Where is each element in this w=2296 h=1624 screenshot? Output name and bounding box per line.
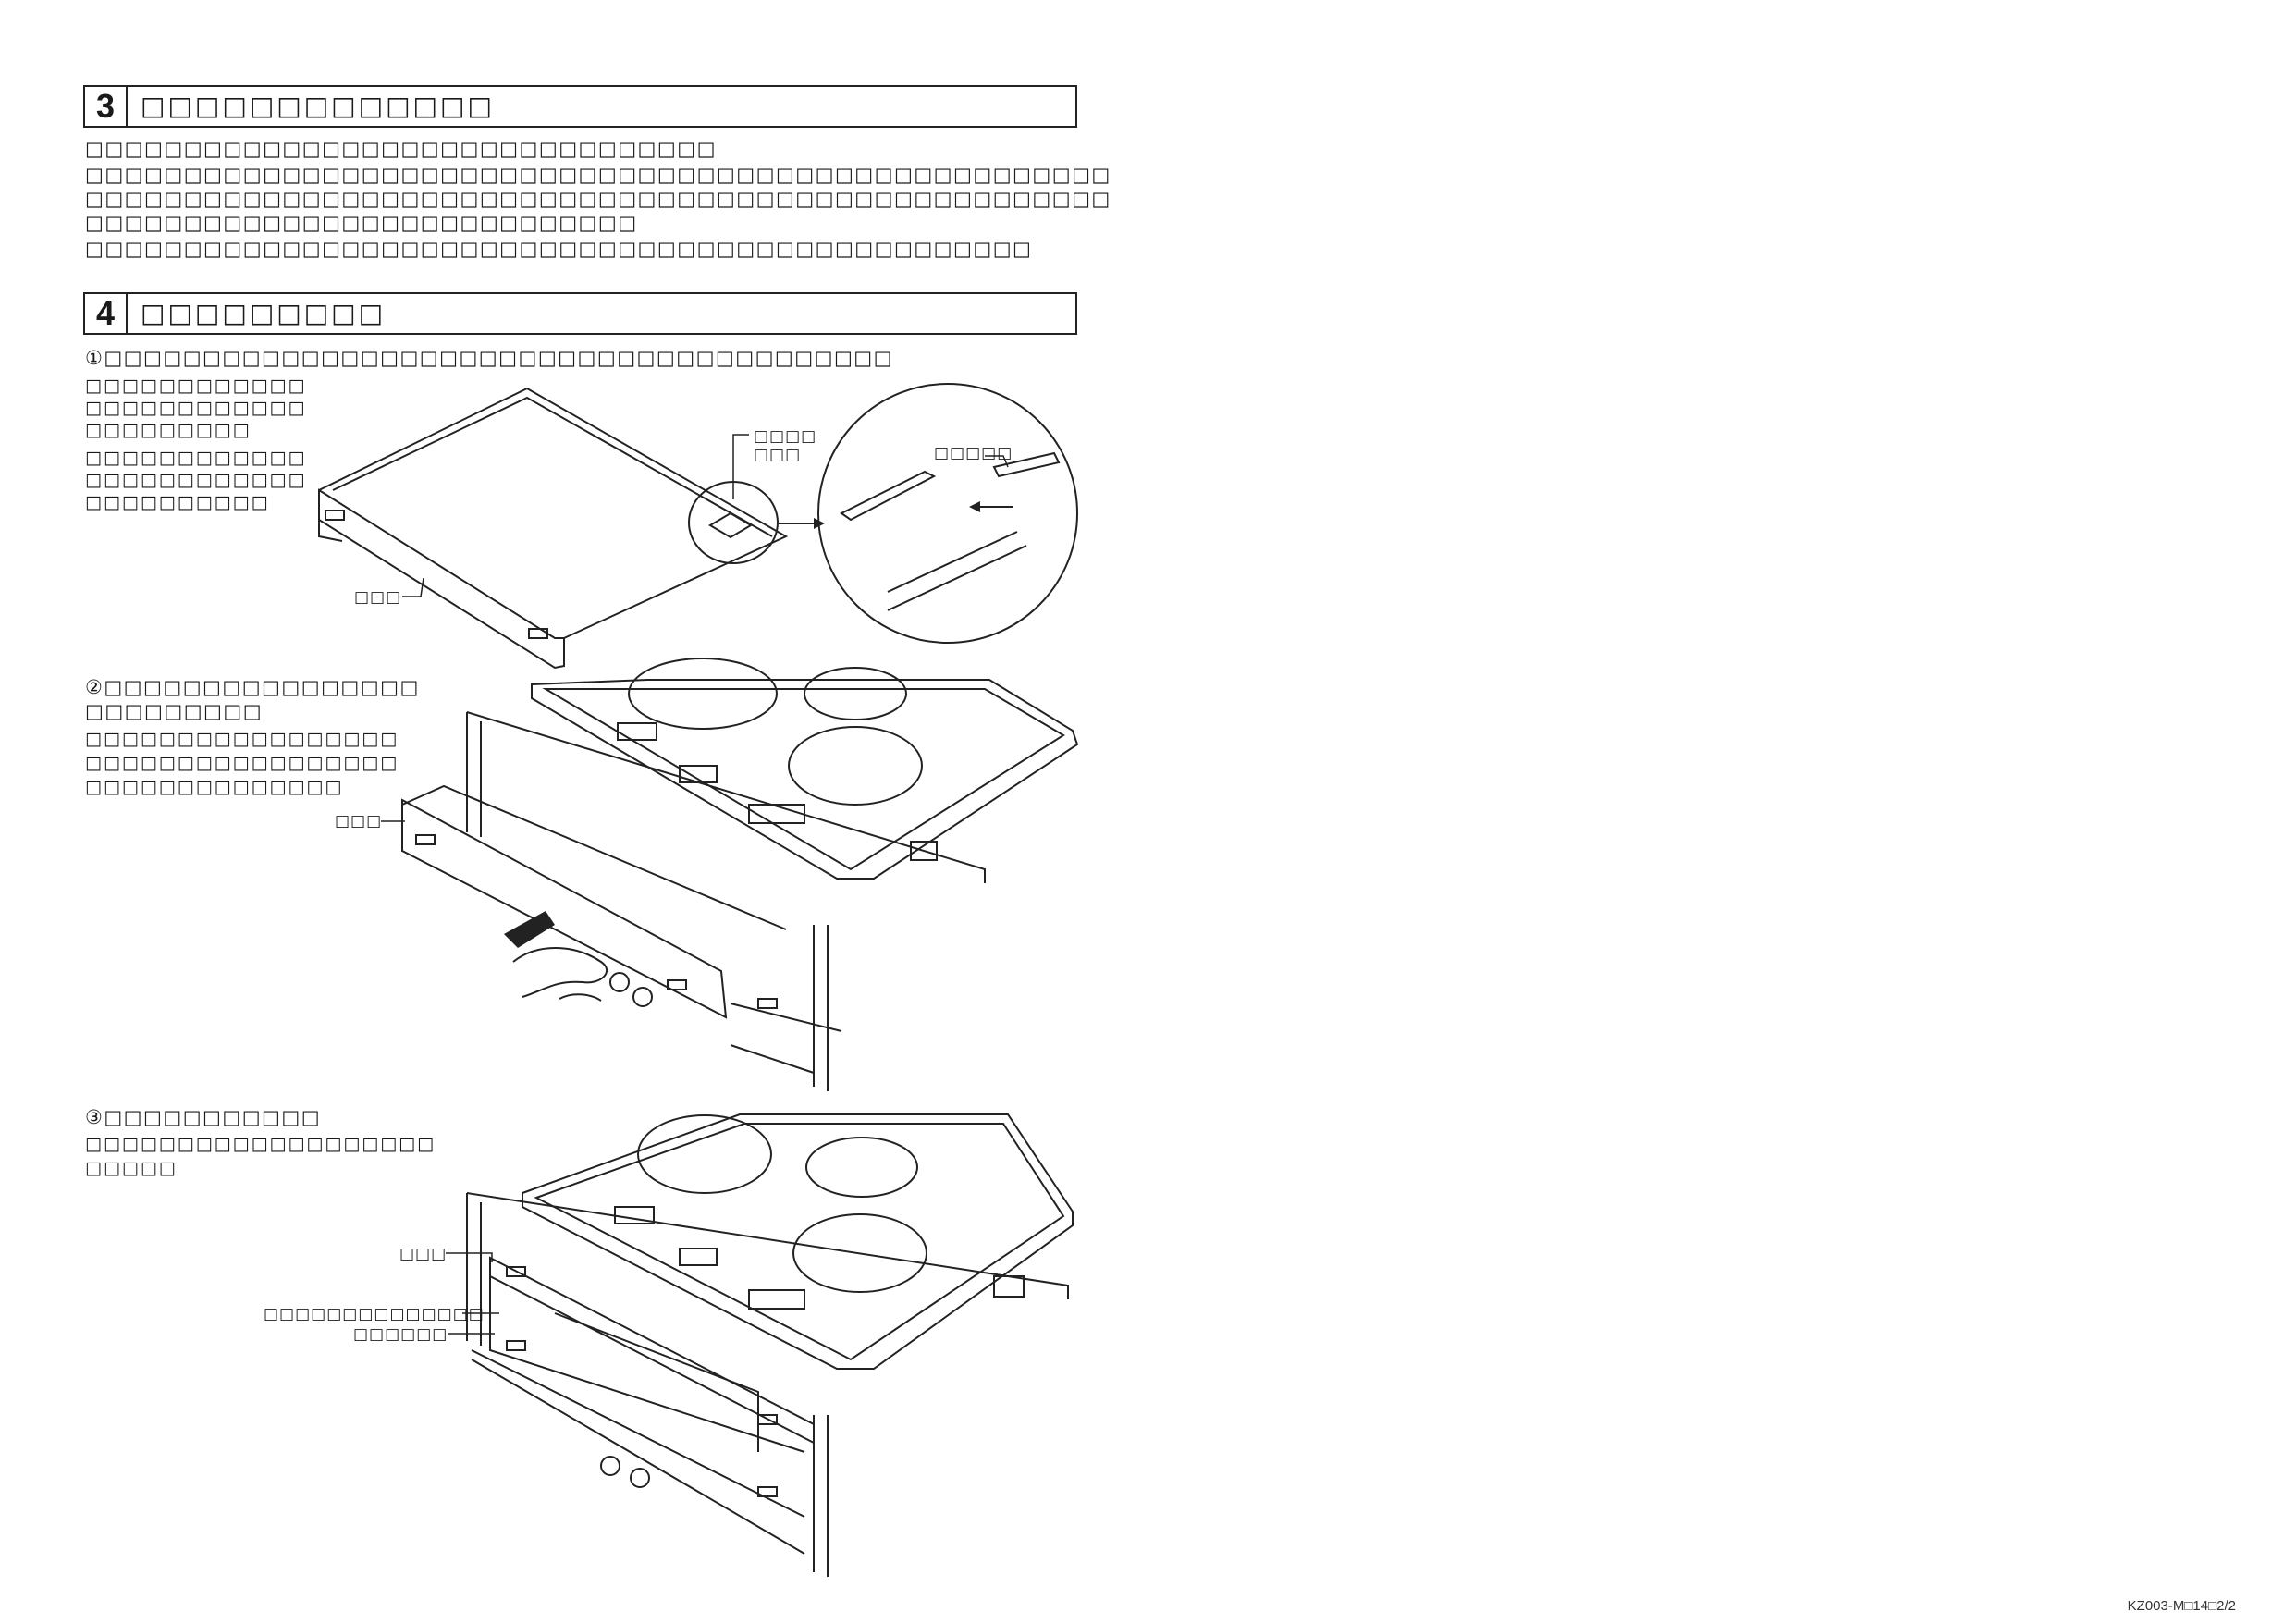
step-3-label-cover: □□□: [399, 1245, 448, 1263]
step-1-heading: ①□□□□□□□□□□□□□□□□□□□□□□□□□□□□□□□□□□□□□□□…: [85, 347, 893, 369]
step-1-label-sheet2: □□□: [754, 446, 802, 464]
step-1-note: □□□□□□□□□□□□: [85, 448, 307, 468]
step-1-label-cover: □□□: [354, 588, 402, 607]
step-2-body: □□□□□□□□□□□□□□□□□: [85, 729, 399, 749]
step-3-label-screw: □□□□□□□□□□□□□□: [264, 1305, 485, 1323]
step-1-label-sheet: □□□□: [754, 427, 817, 446]
step-2-label-cover: □□□: [335, 812, 383, 830]
step-1-note: □□□□□□□□□: [85, 420, 252, 440]
section-3-title: □□□□□□□□□□□□□: [141, 91, 495, 121]
section-4-header: 4 □□□□□□□□□: [83, 292, 1077, 335]
section-4-number: 4: [85, 294, 128, 333]
section-3-paragraph: □□□□□□□□□□□□□□□□□□□□□□□□□□□□□□□□□□□□□□□□…: [85, 188, 1111, 210]
step-1-note: □□□□□□□□□□: [85, 492, 270, 512]
section-3-header: 3 □□□□□□□□□□□□□: [83, 85, 1077, 128]
step-3-heading: ③□□□□□□□□□□□: [85, 1106, 322, 1128]
section-3-paragraph: □□□□□□□□□□□□□□□□□□□□□□□□□□□□□□□□: [85, 138, 717, 160]
section-3-paragraph: □□□□□□□□□□□□□□□□□□□□□□□□□□□□: [85, 212, 638, 234]
section-4-title: □□□□□□□□□: [141, 298, 387, 328]
step-3-body: □□□□□: [85, 1158, 178, 1178]
step-1-note: □□□□□□□□□□□□: [85, 470, 307, 490]
step-1-note: □□□□□□□□□□□□: [85, 375, 307, 396]
section-3-number: 3: [85, 87, 128, 126]
step-2-heading: □□□□□□□□□: [85, 700, 264, 722]
step-3-body: □□□□□□□□□□□□□□□□□□□: [85, 1134, 436, 1154]
document-code: KZ003-M□14□2/2: [2127, 1598, 2236, 1614]
section-3-paragraph: □□□□□□□□□□□□□□□□□□□□□□□□□□□□□□□□□□□□□□□□…: [85, 238, 1033, 260]
step-3-label-bracket: □□□□□□: [353, 1325, 448, 1344]
step-2-body: □□□□□□□□□□□□□□: [85, 777, 344, 797]
step-1-label-tape: □□□□□: [934, 444, 1013, 462]
step-1-note: □□□□□□□□□□□□: [85, 398, 307, 418]
step-2-body: □□□□□□□□□□□□□□□□□: [85, 753, 399, 773]
step-2-heading: ②□□□□□□□□□□□□□□□□: [85, 676, 420, 698]
section-3-paragraph: □□□□□□□□□□□□□□□□□□□□□□□□□□□□□□□□□□□□□□□□…: [85, 164, 1111, 186]
